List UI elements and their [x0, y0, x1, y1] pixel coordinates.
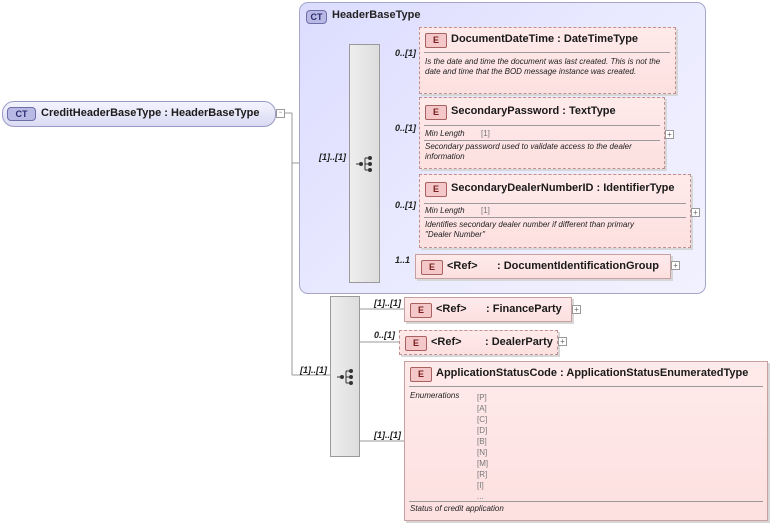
expand-icon[interactable]: +: [558, 337, 567, 346]
credit-sequence-cardinality: [1]..[1]: [300, 365, 327, 375]
enumerations-label: Enumerations: [410, 391, 460, 400]
element-ref-finance-party[interactable]: E <Ref> : FinanceParty: [404, 297, 572, 322]
root-complex-type[interactable]: CT CreditHeaderBaseType : HeaderBaseType: [2, 101, 276, 127]
element-ref-dealer-party[interactable]: E <Ref> : DealerParty: [399, 330, 558, 355]
credit-sequence-compositor[interactable]: [330, 296, 360, 457]
separator: [409, 386, 763, 387]
element-badge-icon: E: [421, 260, 443, 275]
element-secondary-password[interactable]: E SecondaryPassword : TextType Min Lengt…: [419, 97, 665, 169]
element-title: DocumentDateTime : DateTimeType: [451, 33, 639, 45]
enumeration-values: [P] [A] [C] [D] [B] [N] [M] [R] [I] ...: [477, 392, 488, 502]
facet-label: Min Length: [425, 129, 465, 138]
element-title: : DealerParty: [485, 336, 553, 348]
enum-value: [D]: [477, 426, 488, 435]
separator: [424, 217, 686, 218]
element-document-date-time[interactable]: E DocumentDateTime : DateTimeType Is the…: [419, 27, 676, 94]
enum-value: ...: [477, 492, 484, 501]
enum-value: [C]: [477, 415, 488, 424]
expand-icon[interactable]: +: [671, 261, 680, 270]
element-title: ApplicationStatusCode : ApplicationStatu…: [436, 367, 749, 379]
enum-value: [M]: [477, 459, 489, 468]
sequence-icon: [337, 369, 353, 385]
element-badge-icon: E: [410, 303, 432, 318]
facet-value: [1]: [481, 129, 490, 138]
element-ref-document-identification-group[interactable]: E <Ref> : DocumentIdentificationGroup: [415, 254, 671, 279]
root-type-label: CreditHeaderBaseType : HeaderBaseType: [41, 107, 260, 119]
enum-value: [N]: [477, 448, 488, 457]
header-sequence-compositor[interactable]: [349, 44, 380, 283]
element-badge-icon: E: [405, 336, 427, 351]
element-description: Status of credit application: [410, 504, 504, 513]
element-badge-icon: E: [425, 33, 447, 48]
sequence-icon: [356, 156, 372, 172]
separator: [409, 501, 763, 502]
cardinality-label: [1]..[1]: [374, 298, 401, 308]
enum-value: [A]: [477, 404, 487, 413]
expand-icon[interactable]: +: [572, 305, 581, 314]
element-title: : FinanceParty: [486, 303, 562, 315]
expand-icon[interactable]: +: [691, 208, 700, 217]
complex-type-badge-icon: CT: [7, 107, 36, 121]
element-application-status-code[interactable]: E ApplicationStatusCode : ApplicationSta…: [404, 361, 768, 521]
separator: [424, 125, 660, 126]
cardinality-label: 0..[1]: [395, 200, 417, 210]
element-ref-tag: <Ref>: [436, 303, 467, 315]
enum-value: [I]: [477, 481, 484, 490]
collapse-icon[interactable]: −: [276, 109, 285, 118]
cardinality-label: 0..[1]: [374, 330, 396, 340]
element-title: : DocumentIdentificationGroup: [497, 260, 659, 272]
header-base-type-title: HeaderBaseType: [332, 9, 421, 21]
cardinality-label: 0..[1]: [395, 123, 417, 133]
element-description: Is the date and time the document was la…: [425, 57, 661, 76]
element-title: SecondaryPassword : TextType: [451, 105, 616, 117]
element-ref-tag: <Ref>: [447, 260, 478, 272]
cardinality-label: [1]..[1]: [374, 430, 401, 440]
element-description: Secondary password used to validate acce…: [425, 142, 632, 161]
element-secondary-dealer-number-id[interactable]: E SecondaryDealerNumberID : IdentifierTy…: [419, 174, 691, 248]
enum-value: [R]: [477, 470, 488, 479]
element-description: Identifies secondary dealer number if di…: [425, 220, 634, 239]
cardinality-label: 0..[1]: [395, 48, 417, 58]
separator: [424, 52, 670, 53]
element-badge-icon: E: [410, 367, 432, 382]
facet-value: [1]: [481, 206, 490, 215]
complex-type-badge-icon: CT: [306, 10, 327, 24]
cardinality-label: 1..1: [395, 255, 411, 265]
element-badge-icon: E: [425, 182, 447, 197]
element-badge-icon: E: [425, 105, 447, 120]
enum-value: [B]: [477, 437, 487, 446]
element-ref-tag: <Ref>: [431, 336, 462, 348]
facet-label: Min Length: [425, 206, 465, 215]
separator: [424, 140, 660, 141]
header-sequence-cardinality: [1]..[1]: [319, 152, 346, 162]
enum-value: [P]: [477, 393, 487, 402]
element-title: SecondaryDealerNumberID : IdentifierType: [451, 182, 675, 194]
separator: [424, 203, 686, 204]
expand-icon[interactable]: +: [665, 130, 674, 139]
